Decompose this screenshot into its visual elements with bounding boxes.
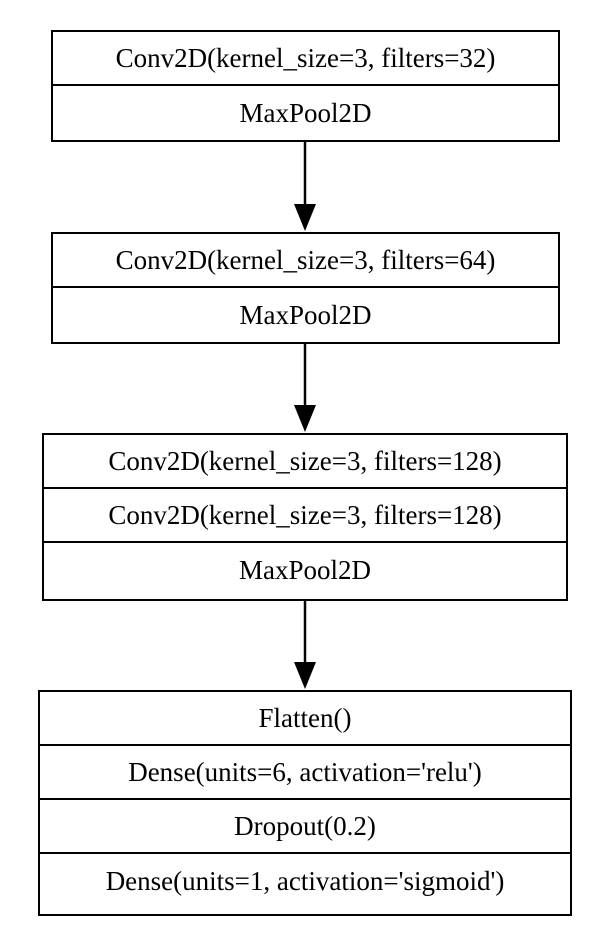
layer-flatten: Flatten() [40,692,570,746]
layer-conv2d-64: Conv2D(kernel_size=3, filters=64) [53,234,558,288]
dense-block: Flatten() Dense(units=6, activation='rel… [38,690,572,916]
layer-dropout: Dropout(0.2) [40,800,570,854]
layer-conv2d-32: Conv2D(kernel_size=3, filters=32) [53,32,558,86]
conv-block-64: Conv2D(kernel_size=3, filters=64) MaxPoo… [51,232,560,344]
arrow-down-icon [294,344,316,432]
layer-maxpool-1: MaxPool2D [239,97,372,128]
conv-block-32: Conv2D(kernel_size=3, filters=32) MaxPoo… [51,30,560,142]
layer-dense-relu: Dense(units=6, activation='relu') [40,746,570,800]
conv-block-128: Conv2D(kernel_size=3, filters=128) Conv2… [42,433,568,601]
arrow-down-icon [294,142,316,231]
layer-dense-sigmoid: Dense(units=1, activation='sigmoid') [105,865,505,896]
layer-maxpool-3: MaxPool2D [238,554,371,585]
layer-conv2d-128-a: Conv2D(kernel_size=3, filters=128) [44,435,566,489]
layer-maxpool-2: MaxPool2D [239,299,372,330]
layer-conv2d-128-b: Conv2D(kernel_size=3, filters=128) [44,489,566,543]
arrow-down-icon [294,601,316,689]
